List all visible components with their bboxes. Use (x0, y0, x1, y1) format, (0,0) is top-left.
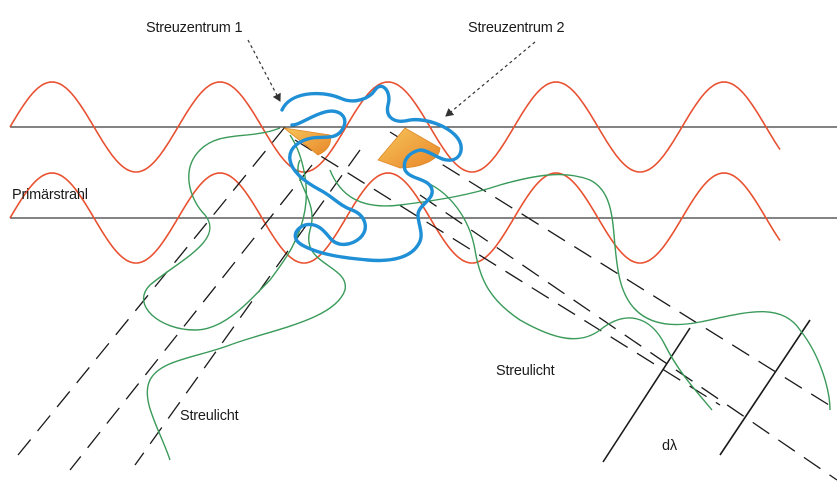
molecule-outline (280, 84, 463, 263)
arrow-to-center-2 (445, 41, 536, 117)
label-scatter-center-1: Streuzentrum 1 (146, 20, 242, 36)
arrow-to-center-1 (247, 39, 281, 102)
path-difference-wavefronts (602, 319, 811, 463)
scattered-wavefronts-left (17, 126, 361, 471)
label-scatter-center-2: Streuzentrum 2 (468, 20, 564, 36)
primary-wave-bottom (9, 172, 781, 264)
scatter-cone-1 (282, 127, 332, 156)
label-scattered-light-left: Streulicht (180, 408, 239, 424)
scattered-wavefronts-right (294, 131, 837, 481)
scattered-light-waves (143, 127, 831, 461)
scatter-cone-2 (377, 127, 441, 169)
label-scattered-light-right: Streulicht (496, 363, 555, 379)
primary-wave-top (9, 81, 781, 173)
label-path-difference: dλ (662, 438, 678, 454)
label-primary-beam: Primärstrahl (12, 187, 88, 203)
